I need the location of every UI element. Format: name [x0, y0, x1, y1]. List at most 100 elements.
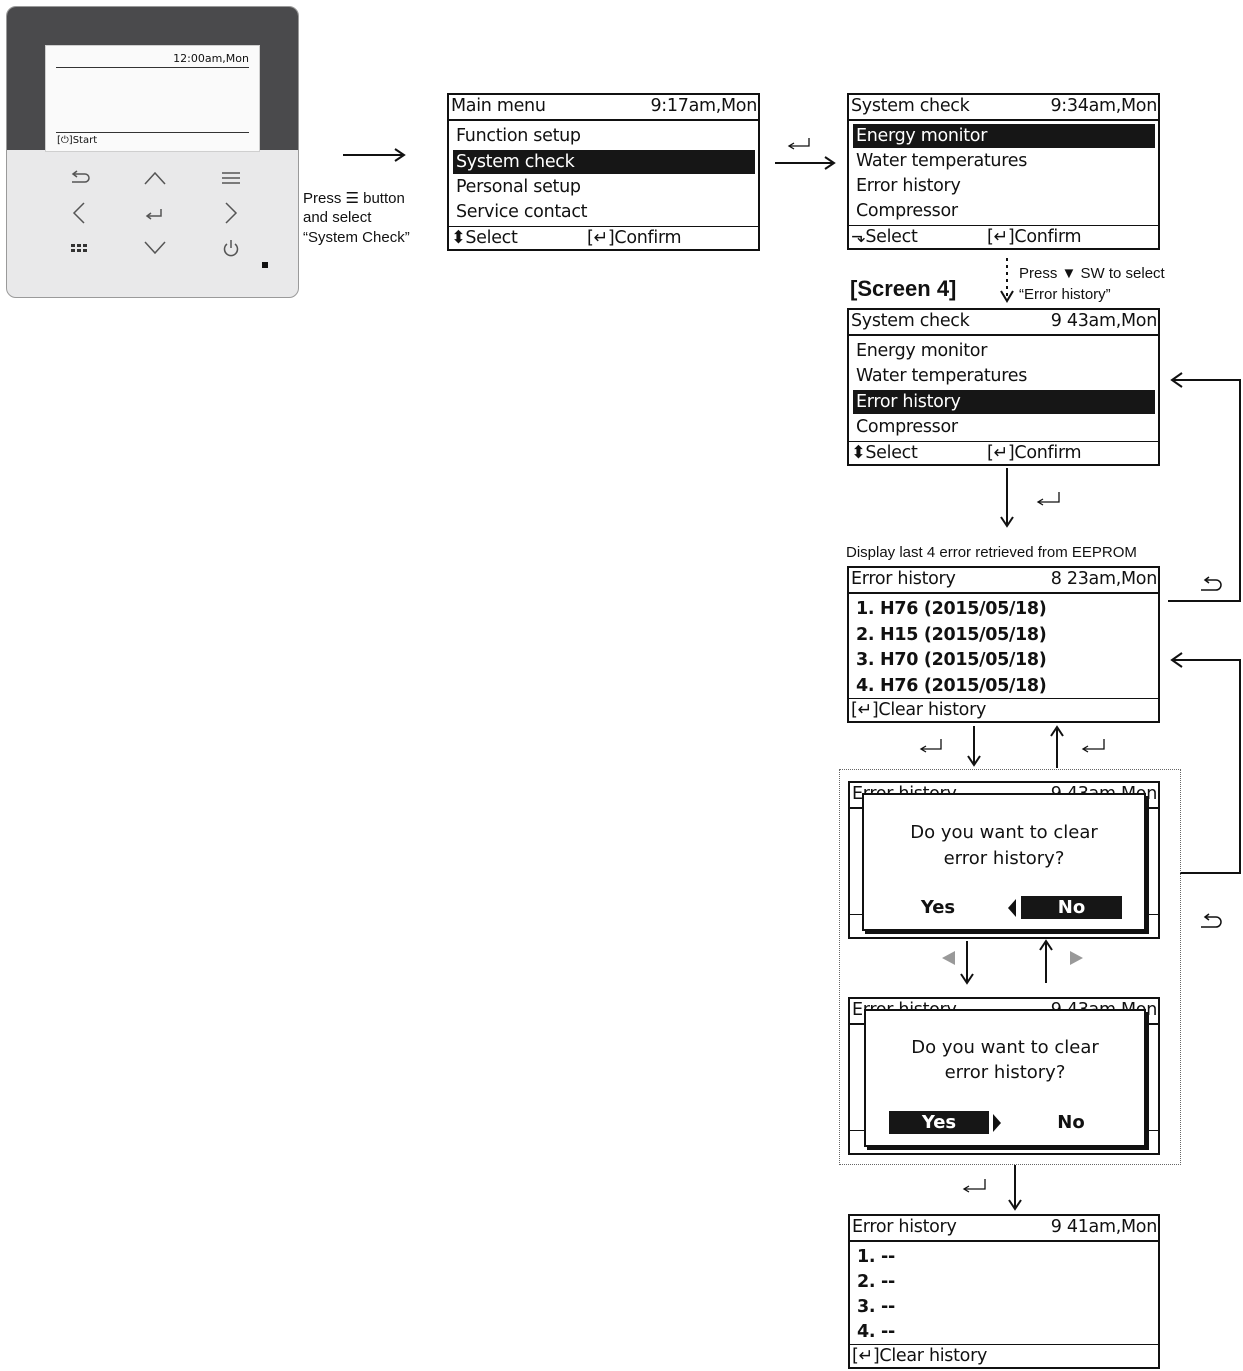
left-button[interactable] — [64, 201, 94, 225]
back-button[interactable] — [64, 166, 94, 190]
menu-item-system-check[interactable]: System check — [453, 150, 755, 174]
menu-item-water-temperatures[interactable]: Water temperatures — [853, 364, 1155, 388]
menu-item-error-history[interactable]: Error history — [853, 390, 1155, 414]
dialog-question: Do you want to clear — [864, 820, 1144, 846]
screen-footer: ⬎Select [↵]Confirm — [849, 225, 1158, 248]
menu-item-service-contact[interactable]: Service contact — [453, 200, 755, 224]
screen-header: Error history 9 41am,Mon — [850, 1216, 1158, 1242]
screen-header: System check 9:34am,Mon — [849, 95, 1158, 121]
error-entry: 3. H70 (2015/05/18) — [853, 648, 1155, 672]
menu-item-water-temperatures[interactable]: Water temperatures — [853, 149, 1155, 173]
chevron-up-icon — [142, 167, 168, 189]
select-hint: ⬍Select — [851, 442, 918, 464]
dialog-question: error history? — [866, 1060, 1144, 1086]
remote-display: 12:00am,Mon [⏻]Start — [45, 45, 260, 152]
instruction-text: and select — [303, 209, 371, 226]
caret-right-icon — [991, 1112, 1003, 1134]
menu-item-function-setup[interactable]: Function setup — [453, 124, 755, 148]
clear-history-hint: [↵]Clear history — [851, 699, 986, 721]
up-button[interactable] — [140, 166, 170, 190]
menu-item-energy-monitor[interactable]: Energy monitor — [853, 339, 1155, 363]
screen-title: System check — [851, 311, 969, 331]
error-entry: 1. H76 (2015/05/18) — [853, 597, 1155, 621]
confirm-hint: [↵]Confirm — [587, 227, 681, 249]
remote-display-divider — [56, 67, 249, 68]
select-hint: ⬍Select — [451, 227, 518, 249]
yes-option[interactable]: Yes — [889, 1111, 989, 1134]
flow-arrow — [340, 145, 410, 165]
screen-title: System check — [851, 96, 969, 116]
error-entry: 4. -- — [854, 1320, 1155, 1344]
flow-arrow — [955, 1163, 1035, 1213]
remote-start-label: [⏻]Start — [57, 135, 97, 146]
back-icon — [1198, 574, 1226, 596]
flow-arrows — [910, 723, 1110, 773]
no-option[interactable]: No — [1021, 896, 1122, 919]
error-entry: 2. -- — [854, 1270, 1155, 1294]
menu-item-energy-monitor[interactable]: Energy monitor — [853, 124, 1155, 148]
caret-left-icon — [1006, 897, 1018, 919]
back-icon — [66, 167, 92, 189]
instruction-text: “Error history” — [1019, 286, 1111, 303]
flow-arrows — [935, 939, 1095, 987]
system-check-screen-4: System check 9 43am,Mon Energy monitor W… — [847, 308, 1160, 466]
down-button[interactable] — [140, 236, 170, 260]
instruction-text: Press ▼ SW to select — [1019, 265, 1165, 282]
remote-controller: 12:00am,Mon [⏻]Start — [6, 6, 299, 298]
screen-title: Error history — [851, 569, 956, 589]
screen-header: System check 9 43am,Mon — [849, 310, 1158, 336]
confirm-hint: [↵]Confirm — [987, 442, 1081, 464]
screen-footer: ⬍Select [↵]Confirm — [449, 226, 758, 249]
enter-button[interactable] — [140, 201, 170, 225]
error-entry: 2. H15 (2015/05/18) — [853, 623, 1155, 647]
power-icon — [218, 237, 244, 259]
confirm-hint: [↵]Confirm — [987, 226, 1081, 248]
yes-option[interactable]: Yes — [908, 896, 968, 919]
main-menu-screen: Main menu 9:17am,Mon Function setup Syst… — [447, 93, 760, 251]
screen-title: Main menu — [451, 96, 546, 116]
screen-footer: [↵]Clear history — [850, 1344, 1158, 1367]
caption-text: Display last 4 error retrieved from EEPR… — [846, 544, 1137, 561]
enter-icon — [142, 202, 168, 224]
screen-clock: 9:17am,Mon — [650, 96, 757, 116]
confirm-dialog: Do you want to clear error history? Yes … — [862, 793, 1146, 931]
flow-arrow-dotted — [998, 256, 1018, 306]
select-hint: ⬎Select — [851, 226, 918, 248]
dialog-question: Do you want to clear — [866, 1035, 1144, 1061]
error-history-cleared-screen: Error history 9 41am,Mon 1. -- 2. -- 3. … — [848, 1214, 1160, 1369]
screen-footer: [↵]Clear history — [849, 698, 1158, 721]
remote-display-divider — [56, 132, 249, 133]
screen-clock: 9:34am,Mon — [1050, 96, 1157, 116]
confirm-dialog: Do you want to clear error history? Yes … — [864, 1009, 1146, 1147]
screen-clock: 9 43am,Mon — [1051, 311, 1157, 331]
dialog-question: error history? — [864, 846, 1144, 872]
grid-icon — [66, 237, 92, 259]
menu-item-compressor[interactable]: Compressor — [853, 415, 1155, 439]
instruction-text: “System Check” — [303, 229, 410, 246]
chevron-down-icon — [142, 237, 168, 259]
status-led — [262, 262, 268, 268]
quick-menu-button[interactable] — [64, 236, 94, 260]
chevron-left-icon — [66, 202, 92, 224]
power-button[interactable] — [216, 236, 246, 260]
menu-button[interactable] — [216, 166, 246, 190]
screen-footer: ⬍Select [↵]Confirm — [849, 441, 1158, 464]
screen-clock: 9 41am,Mon — [1051, 1217, 1157, 1237]
menu-item-compressor[interactable]: Compressor — [853, 199, 1155, 223]
error-entry: 1. -- — [854, 1245, 1155, 1269]
screen-header: Error history 8 23am,Mon — [849, 568, 1158, 594]
flow-arrow — [995, 466, 1075, 532]
instruction-text: Press ☰ button — [303, 189, 405, 207]
right-button[interactable] — [216, 201, 246, 225]
menu-item-personal-setup[interactable]: Personal setup — [453, 175, 755, 199]
system-check-screen: System check 9:34am,Mon Energy monitor W… — [847, 93, 1160, 250]
flow-arrow — [772, 135, 842, 175]
no-option[interactable]: No — [1041, 1111, 1101, 1134]
remote-clock: 12:00am,Mon — [173, 52, 249, 65]
menu-item-error-history[interactable]: Error history — [853, 174, 1155, 198]
clear-history-hint: [↵]Clear history — [852, 1345, 987, 1367]
error-entry: 4. H76 (2015/05/18) — [853, 674, 1155, 698]
screen-clock: 8 23am,Mon — [1051, 569, 1157, 589]
screen-label: [Screen 4] — [850, 276, 956, 302]
menu-icon — [218, 167, 244, 189]
